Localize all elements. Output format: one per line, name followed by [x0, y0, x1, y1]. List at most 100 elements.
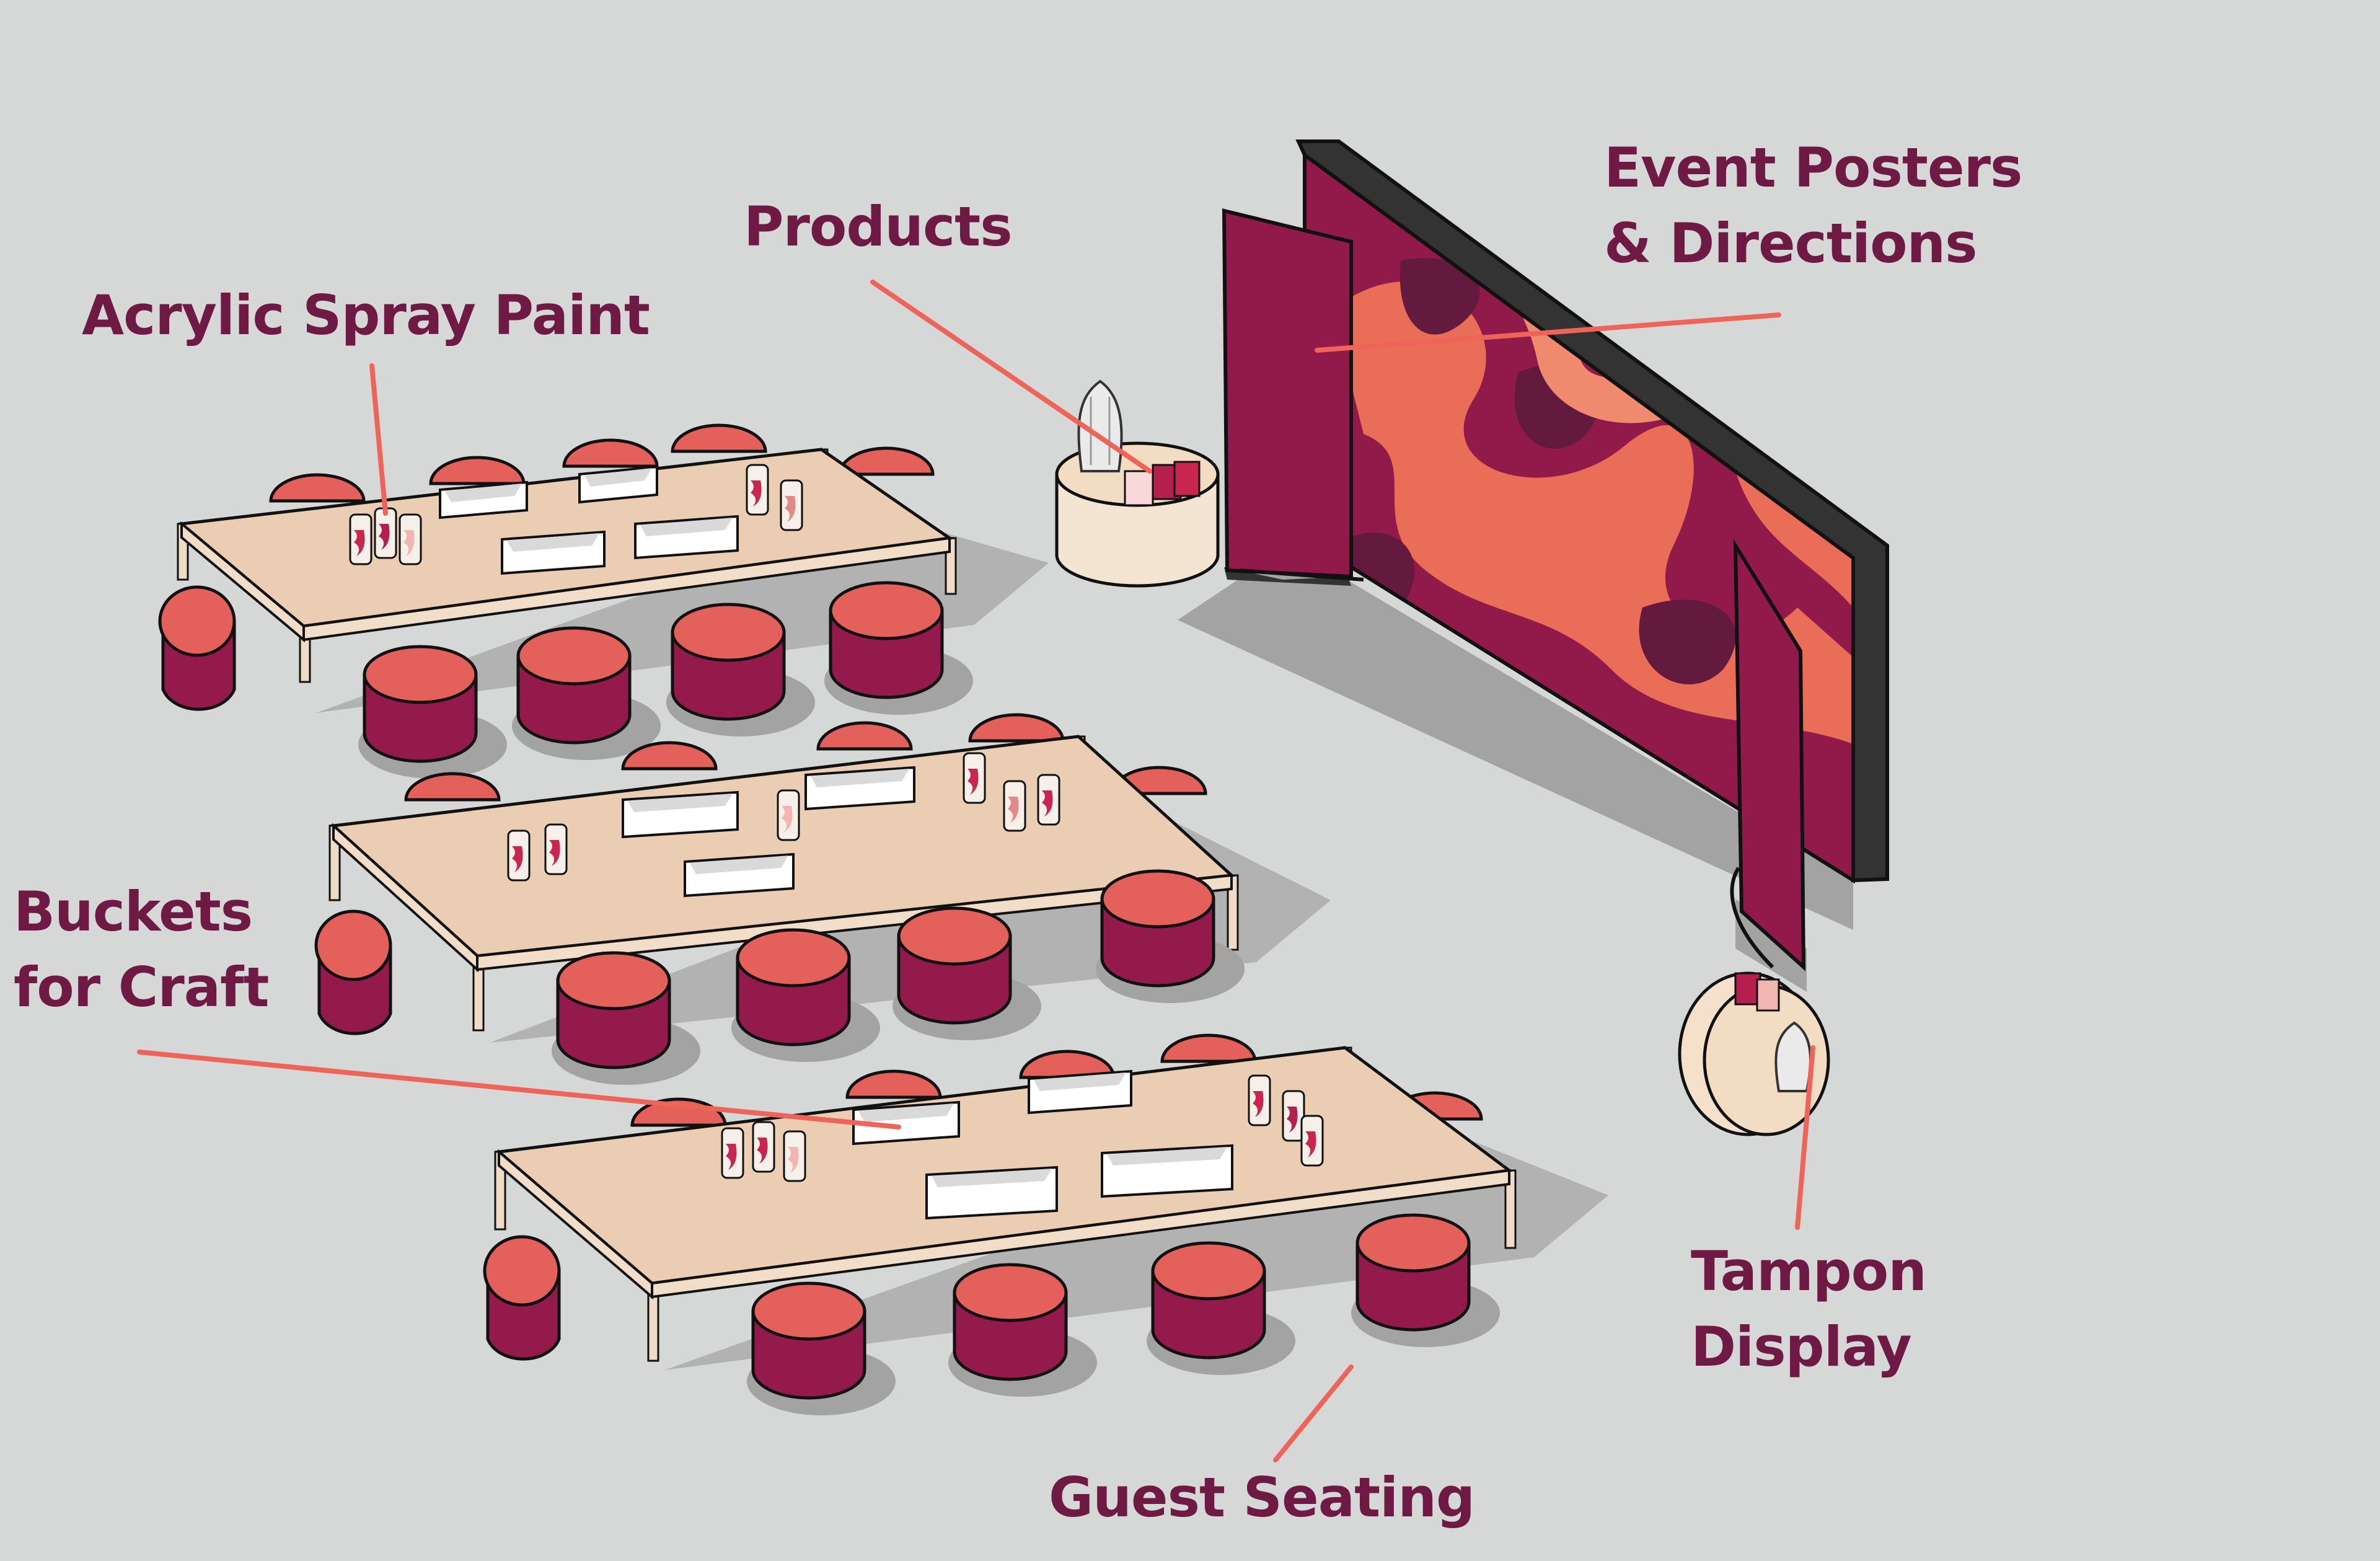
can-splash [726, 1144, 737, 1170]
craft-tables [158, 423, 1608, 1415]
stool [892, 906, 1041, 1040]
stool [1147, 1241, 1295, 1375]
craft-bucket [925, 1165, 1058, 1220]
bucket-inside [932, 1169, 1052, 1187]
spray-can [507, 829, 531, 882]
spray-can [399, 513, 422, 565]
bucket-inside [690, 856, 788, 874]
table-edge-front [651, 1169, 1510, 1299]
can-splash [403, 530, 415, 556]
leader-tampon-display [1795, 1045, 1815, 1230]
can-splash [782, 806, 793, 832]
bucket-inside [628, 794, 733, 812]
back-stool [1019, 1050, 1116, 1079]
can-splash [1253, 1091, 1264, 1117]
spray-can [1003, 780, 1026, 832]
can-splash [785, 496, 796, 522]
side-stool [158, 585, 236, 711]
stool-top [897, 906, 1012, 966]
bucket-inside [445, 484, 522, 502]
can-splash [1008, 797, 1019, 823]
bucket-inside [584, 468, 652, 487]
can-splash [1287, 1107, 1298, 1133]
spray-can [721, 1127, 744, 1179]
leader-acrylic-spray-paint [369, 363, 388, 516]
stool-top [363, 645, 478, 704]
wall-shadow [1178, 546, 1853, 930]
bucket-inside [811, 769, 909, 787]
spray-can [349, 513, 372, 565]
spray-can [746, 464, 769, 516]
tampon-display-pedestal [1678, 971, 1830, 1136]
stool [552, 951, 700, 1085]
stool [824, 581, 973, 715]
can-splash [751, 480, 762, 506]
craft-bucket [684, 852, 795, 898]
stool [747, 1281, 896, 1415]
spray-can [544, 823, 568, 875]
label-event-posters-line2: & Directions [1604, 211, 1978, 275]
stool-top [1100, 869, 1215, 929]
label-products: Products [744, 195, 1013, 259]
label-buckets-line1: Buckets [14, 880, 253, 944]
back-stool [671, 423, 767, 453]
craft-table [483, 1033, 1608, 1415]
bucket-inside [1034, 1072, 1126, 1091]
can-splash [512, 846, 523, 872]
stool-top [556, 951, 671, 1010]
can-splash [1042, 790, 1053, 816]
can-splash [967, 769, 979, 795]
spray-can [780, 479, 803, 531]
stool [731, 928, 880, 1062]
back-stool [816, 721, 913, 751]
back-stool [838, 446, 935, 476]
craft-table [314, 713, 1331, 1085]
craft-bucket [852, 1100, 960, 1146]
stool [666, 603, 815, 736]
craft-bucket [1101, 1144, 1233, 1198]
craft-bucket [1028, 1069, 1132, 1115]
label-tampon-line1: Tampon [1691, 1239, 1927, 1303]
stool [948, 1263, 1097, 1397]
stool [512, 626, 661, 760]
stool-top [483, 1235, 561, 1307]
spray-can [1282, 1090, 1305, 1142]
leader-buckets-for-craft [137, 1050, 901, 1130]
back-stool [269, 473, 366, 503]
craft-table [158, 423, 1049, 779]
spray-can [374, 507, 397, 559]
craft-bucket [578, 465, 658, 504]
stool-top [1355, 1213, 1471, 1273]
stool-top [516, 626, 632, 686]
label-acrylic-spray-paint: Acrylic Spray Paint [82, 283, 650, 347]
stool-top [1151, 1241, 1266, 1301]
stool [358, 645, 507, 779]
stool [1096, 869, 1245, 1003]
can-splash [549, 840, 560, 866]
can-splash [379, 524, 390, 550]
label-tampon-line2: Display [1691, 1315, 1912, 1379]
can-splash [757, 1138, 768, 1164]
craft-bucket [501, 530, 606, 575]
spray-can [752, 1121, 775, 1173]
spray-can [1300, 1115, 1324, 1167]
table-edge-front [302, 536, 951, 642]
stool-top [736, 928, 851, 988]
craft-bucket [804, 766, 915, 811]
label-buckets-line2: for Craft [14, 955, 269, 1019]
spray-can [1037, 774, 1060, 826]
leader-event-posters [1315, 312, 1781, 353]
stool-top [314, 909, 392, 981]
leader-products [870, 280, 1152, 474]
spray-can [783, 1130, 806, 1182]
bucket-inside [1107, 1147, 1227, 1165]
label-guest-seating: Guest Seating [1049, 1466, 1475, 1529]
spray-can [1248, 1074, 1271, 1126]
stool-top [671, 603, 786, 662]
back-stool [404, 772, 501, 802]
craft-bucket [439, 480, 528, 520]
leader-guest-seating [1273, 1364, 1354, 1462]
leader-lines [137, 280, 1815, 1462]
stool-top [829, 581, 944, 640]
